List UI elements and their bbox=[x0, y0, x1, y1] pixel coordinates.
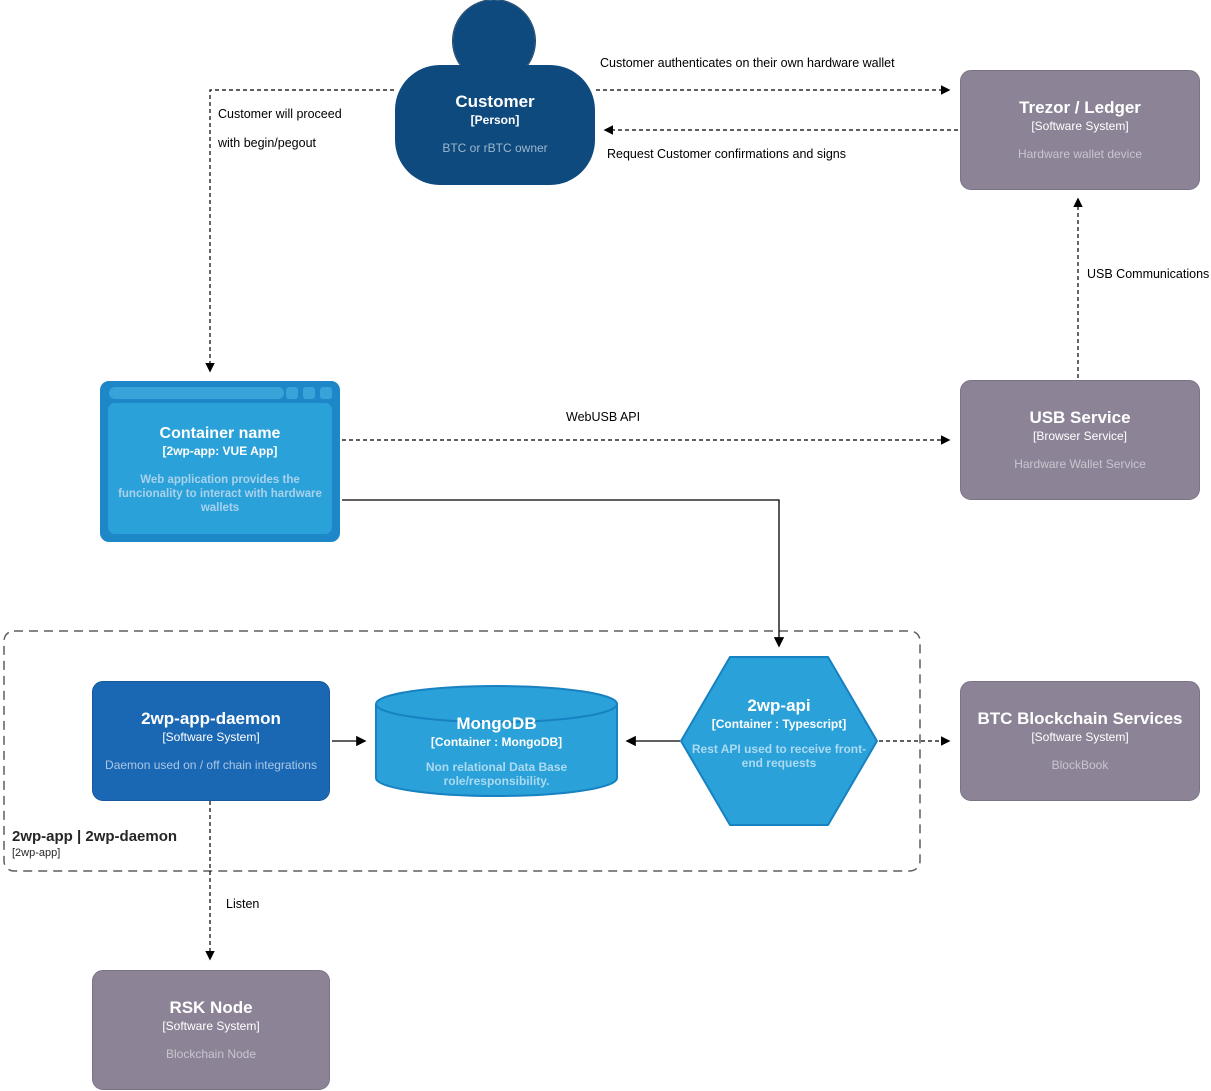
node-subtitle: [Software System] bbox=[162, 1018, 260, 1033]
node-subtitle: [Container : Typescript] bbox=[711, 717, 847, 731]
browser-button-icon bbox=[320, 387, 332, 399]
edge-label-authenticate: Customer authenticates on their own hard… bbox=[600, 56, 895, 70]
edge-label-request-confirm: Request Customer confirmations and signs bbox=[607, 147, 847, 161]
node-description: Non relational Data Base role/responsibi… bbox=[425, 760, 568, 788]
node-subtitle: [Software System] bbox=[1031, 118, 1129, 133]
node-title: Trezor / Ledger bbox=[1019, 98, 1141, 117]
edge-customer-proceed bbox=[205, 89, 394, 373]
browser-chrome bbox=[100, 381, 340, 403]
node-description: BlockBook bbox=[1051, 757, 1109, 772]
browser-address-bar bbox=[109, 387, 284, 399]
browser-button-icon bbox=[286, 387, 298, 399]
browser-button-icon bbox=[303, 387, 315, 399]
node-description: Blockchain Node bbox=[165, 1046, 257, 1061]
node-subtitle: [Container : MongoDB] bbox=[430, 735, 563, 749]
boundary-subtitle: [2wp-app] bbox=[12, 847, 61, 859]
node-title: Customer bbox=[455, 92, 535, 111]
node-title: USB Service bbox=[1029, 408, 1131, 427]
node-btc-blockchain-services[interactable]: BTC Blockchain Services [Software System… bbox=[960, 681, 1200, 801]
edge-label-webusb: WebUSB API bbox=[566, 410, 641, 424]
node-description: BTC or rBTC owner bbox=[442, 140, 548, 155]
browser-content: Container name [2wp-app: VUE App] Web ap… bbox=[108, 403, 332, 534]
node-description: Web application provides the funcionalit… bbox=[118, 473, 322, 515]
node-title: RSK Node bbox=[169, 998, 253, 1017]
node-trezor-ledger[interactable]: Trezor / Ledger [Software System] Hardwa… bbox=[960, 70, 1200, 190]
edge-webapp-api bbox=[342, 499, 785, 648]
api-hexagon-shape bbox=[680, 656, 878, 826]
node-subtitle: [Person] bbox=[470, 112, 520, 127]
node-usb-service[interactable]: USB Service [Browser Service] Hardware W… bbox=[960, 380, 1200, 500]
node-customer[interactable]: Customer [Person] BTC or rBTC owner bbox=[395, 65, 595, 185]
node-title: 2wp-app-daemon bbox=[141, 709, 281, 728]
node-subtitle: [Software System] bbox=[1031, 729, 1129, 744]
node-rsk-node[interactable]: RSK Node [Software System] Blockchain No… bbox=[92, 970, 330, 1090]
node-title: MongoDB bbox=[456, 714, 537, 733]
edge-label-listen: Listen bbox=[226, 897, 260, 911]
node-2wp-api[interactable]: 2wp-api [Container : Typescript] Rest AP… bbox=[686, 696, 872, 770]
node-description: Daemon used on / off chain integrations bbox=[105, 757, 317, 772]
node-title: 2wp-api bbox=[747, 696, 811, 715]
edge-label-usb-comm: USB Communications bbox=[1087, 267, 1210, 281]
edge-label-proceed-1: Customer will proceed bbox=[218, 107, 342, 121]
node-subtitle: [Software System] bbox=[162, 729, 260, 744]
node-title: Container name bbox=[159, 425, 281, 442]
boundary-2wp-app bbox=[3, 630, 921, 872]
node-description: Hardware wallet device bbox=[1017, 146, 1143, 161]
node-mongodb[interactable]: MongoDB [Container : MongoDB] Non relati… bbox=[376, 714, 617, 788]
node-subtitle: [Browser Service] bbox=[1032, 428, 1128, 443]
node-container-name[interactable]: Container name [2wp-app: VUE App] Web ap… bbox=[100, 381, 340, 542]
node-2wp-app-daemon[interactable]: 2wp-app-daemon [Software System] Daemon … bbox=[92, 681, 330, 801]
edge-label-proceed-2: with begin/pegout bbox=[218, 136, 316, 150]
node-subtitle: [2wp-app: VUE App] bbox=[162, 443, 278, 458]
mongodb-cylinder-shape bbox=[375, 685, 618, 797]
node-description: Hardware Wallet Service bbox=[1014, 456, 1146, 471]
node-description: Rest API used to receive front-end reque… bbox=[691, 742, 867, 770]
boundary-title: 2wp-app | 2wp-daemon bbox=[12, 828, 178, 845]
node-title: BTC Blockchain Services bbox=[977, 709, 1183, 728]
